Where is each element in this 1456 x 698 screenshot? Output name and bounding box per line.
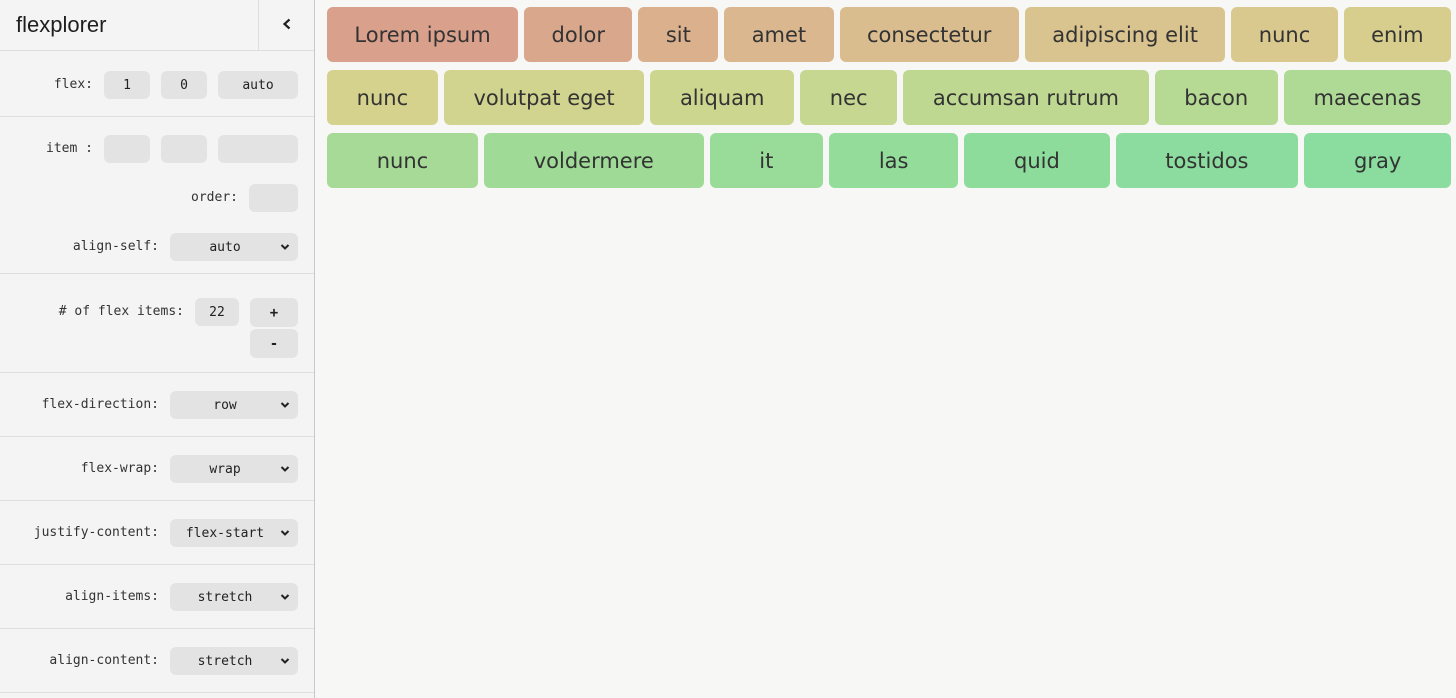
flex-label: flex: [53,77,93,92]
item-label: item : [46,141,93,156]
justify-content-select[interactable]: flex-start [170,519,298,547]
item-settings-section: item : order: align-self: auto [0,116,314,273]
flex-wrap-select[interactable]: wrap [170,455,298,483]
flex-grow-input[interactable] [104,71,150,99]
chevron-down-icon [279,241,291,253]
align-self-select[interactable]: auto [170,233,298,261]
flex-item[interactable]: amet [724,7,834,62]
item-count-label: # of flex items: [58,304,184,319]
align-items-select[interactable]: stretch [170,583,298,611]
chevron-down-icon [279,591,291,603]
item-flex-shrink-input[interactable] [161,135,207,163]
flex-direction-value: row [213,397,237,413]
flex-direction-select[interactable]: row [170,391,298,419]
chevron-down-icon [279,655,291,667]
flex-item[interactable]: aliquam [650,70,795,125]
chevron-down-icon [279,527,291,539]
flex-item[interactable]: nec [800,70,898,125]
flex-item[interactable]: dolor [524,7,633,62]
flex-item[interactable]: tostidos [1115,133,1299,188]
flex-item[interactable]: nunc [1231,7,1338,62]
justify-content-value: flex-start [185,525,265,541]
chevron-left-icon [281,17,293,34]
align-content-label: align-content: [49,653,159,668]
flex-item[interactable]: quid [964,133,1110,188]
flex-item[interactable]: it [709,133,824,188]
align-self-label: align-self: [72,239,159,254]
flex-item[interactable]: sit [638,7,719,62]
sidebar: flexplorer flex: item : [0,0,315,698]
item-flex-grow-input[interactable] [104,135,150,163]
flex-item[interactable]: nunc [327,70,438,125]
align-content-value: stretch [197,653,253,669]
remove-item-button[interactable]: - [250,329,298,358]
justify-content-section: justify-content: flex-start [0,500,314,564]
align-content-section: align-content: stretch [0,628,314,693]
page-title: flexplorer [16,12,107,37]
item-count-input[interactable] [195,298,239,326]
flex-shorthand-section: flex: [0,51,314,116]
flex-basis-input[interactable] [218,71,298,99]
flex-wrap-section: flex-wrap: wrap [0,436,314,500]
flex-item[interactable]: adipiscing elit [1024,7,1226,62]
align-content-select[interactable]: stretch [170,647,298,675]
flex-item[interactable]: las [829,133,959,188]
order-input[interactable] [249,184,298,212]
justify-content-label: justify-content: [33,525,159,540]
flex-wrap-label: flex-wrap: [80,461,159,476]
flex-item[interactable]: accumsan rutrum [903,70,1149,125]
add-item-button[interactable]: + [250,298,298,327]
align-self-value: auto [209,239,241,255]
item-count-section: # of flex items: + - [0,273,314,372]
item-flex-basis-input[interactable] [218,135,298,163]
flex-shrink-input[interactable] [161,71,207,99]
chevron-down-icon [279,399,291,411]
align-items-value: stretch [197,589,253,605]
flex-item[interactable]: bacon [1154,70,1278,125]
chevron-down-icon [279,463,291,475]
sidebar-collapse-button[interactable] [258,0,314,50]
flex-direction-label: flex-direction: [41,397,159,412]
flex-item[interactable]: volutpat eget [443,70,645,125]
flex-item[interactable]: enim [1343,7,1452,62]
flex-item[interactable]: maecenas [1283,70,1451,125]
flex-item[interactable]: consectetur [839,7,1019,62]
align-items-section: align-items: stretch [0,564,314,628]
flex-item[interactable]: voldermere [483,133,704,188]
item-count-steppers: + - [250,298,298,358]
flex-direction-section: flex-direction: row [0,372,314,436]
align-items-label: align-items: [65,589,159,604]
order-label: order: [191,190,238,205]
flex-item[interactable]: nunc [327,133,478,188]
sidebar-header: flexplorer [0,0,314,51]
flex-wrap-value: wrap [209,461,241,477]
flex-item[interactable]: Lorem ipsum [327,7,519,62]
flex-item[interactable]: gray [1304,133,1451,188]
